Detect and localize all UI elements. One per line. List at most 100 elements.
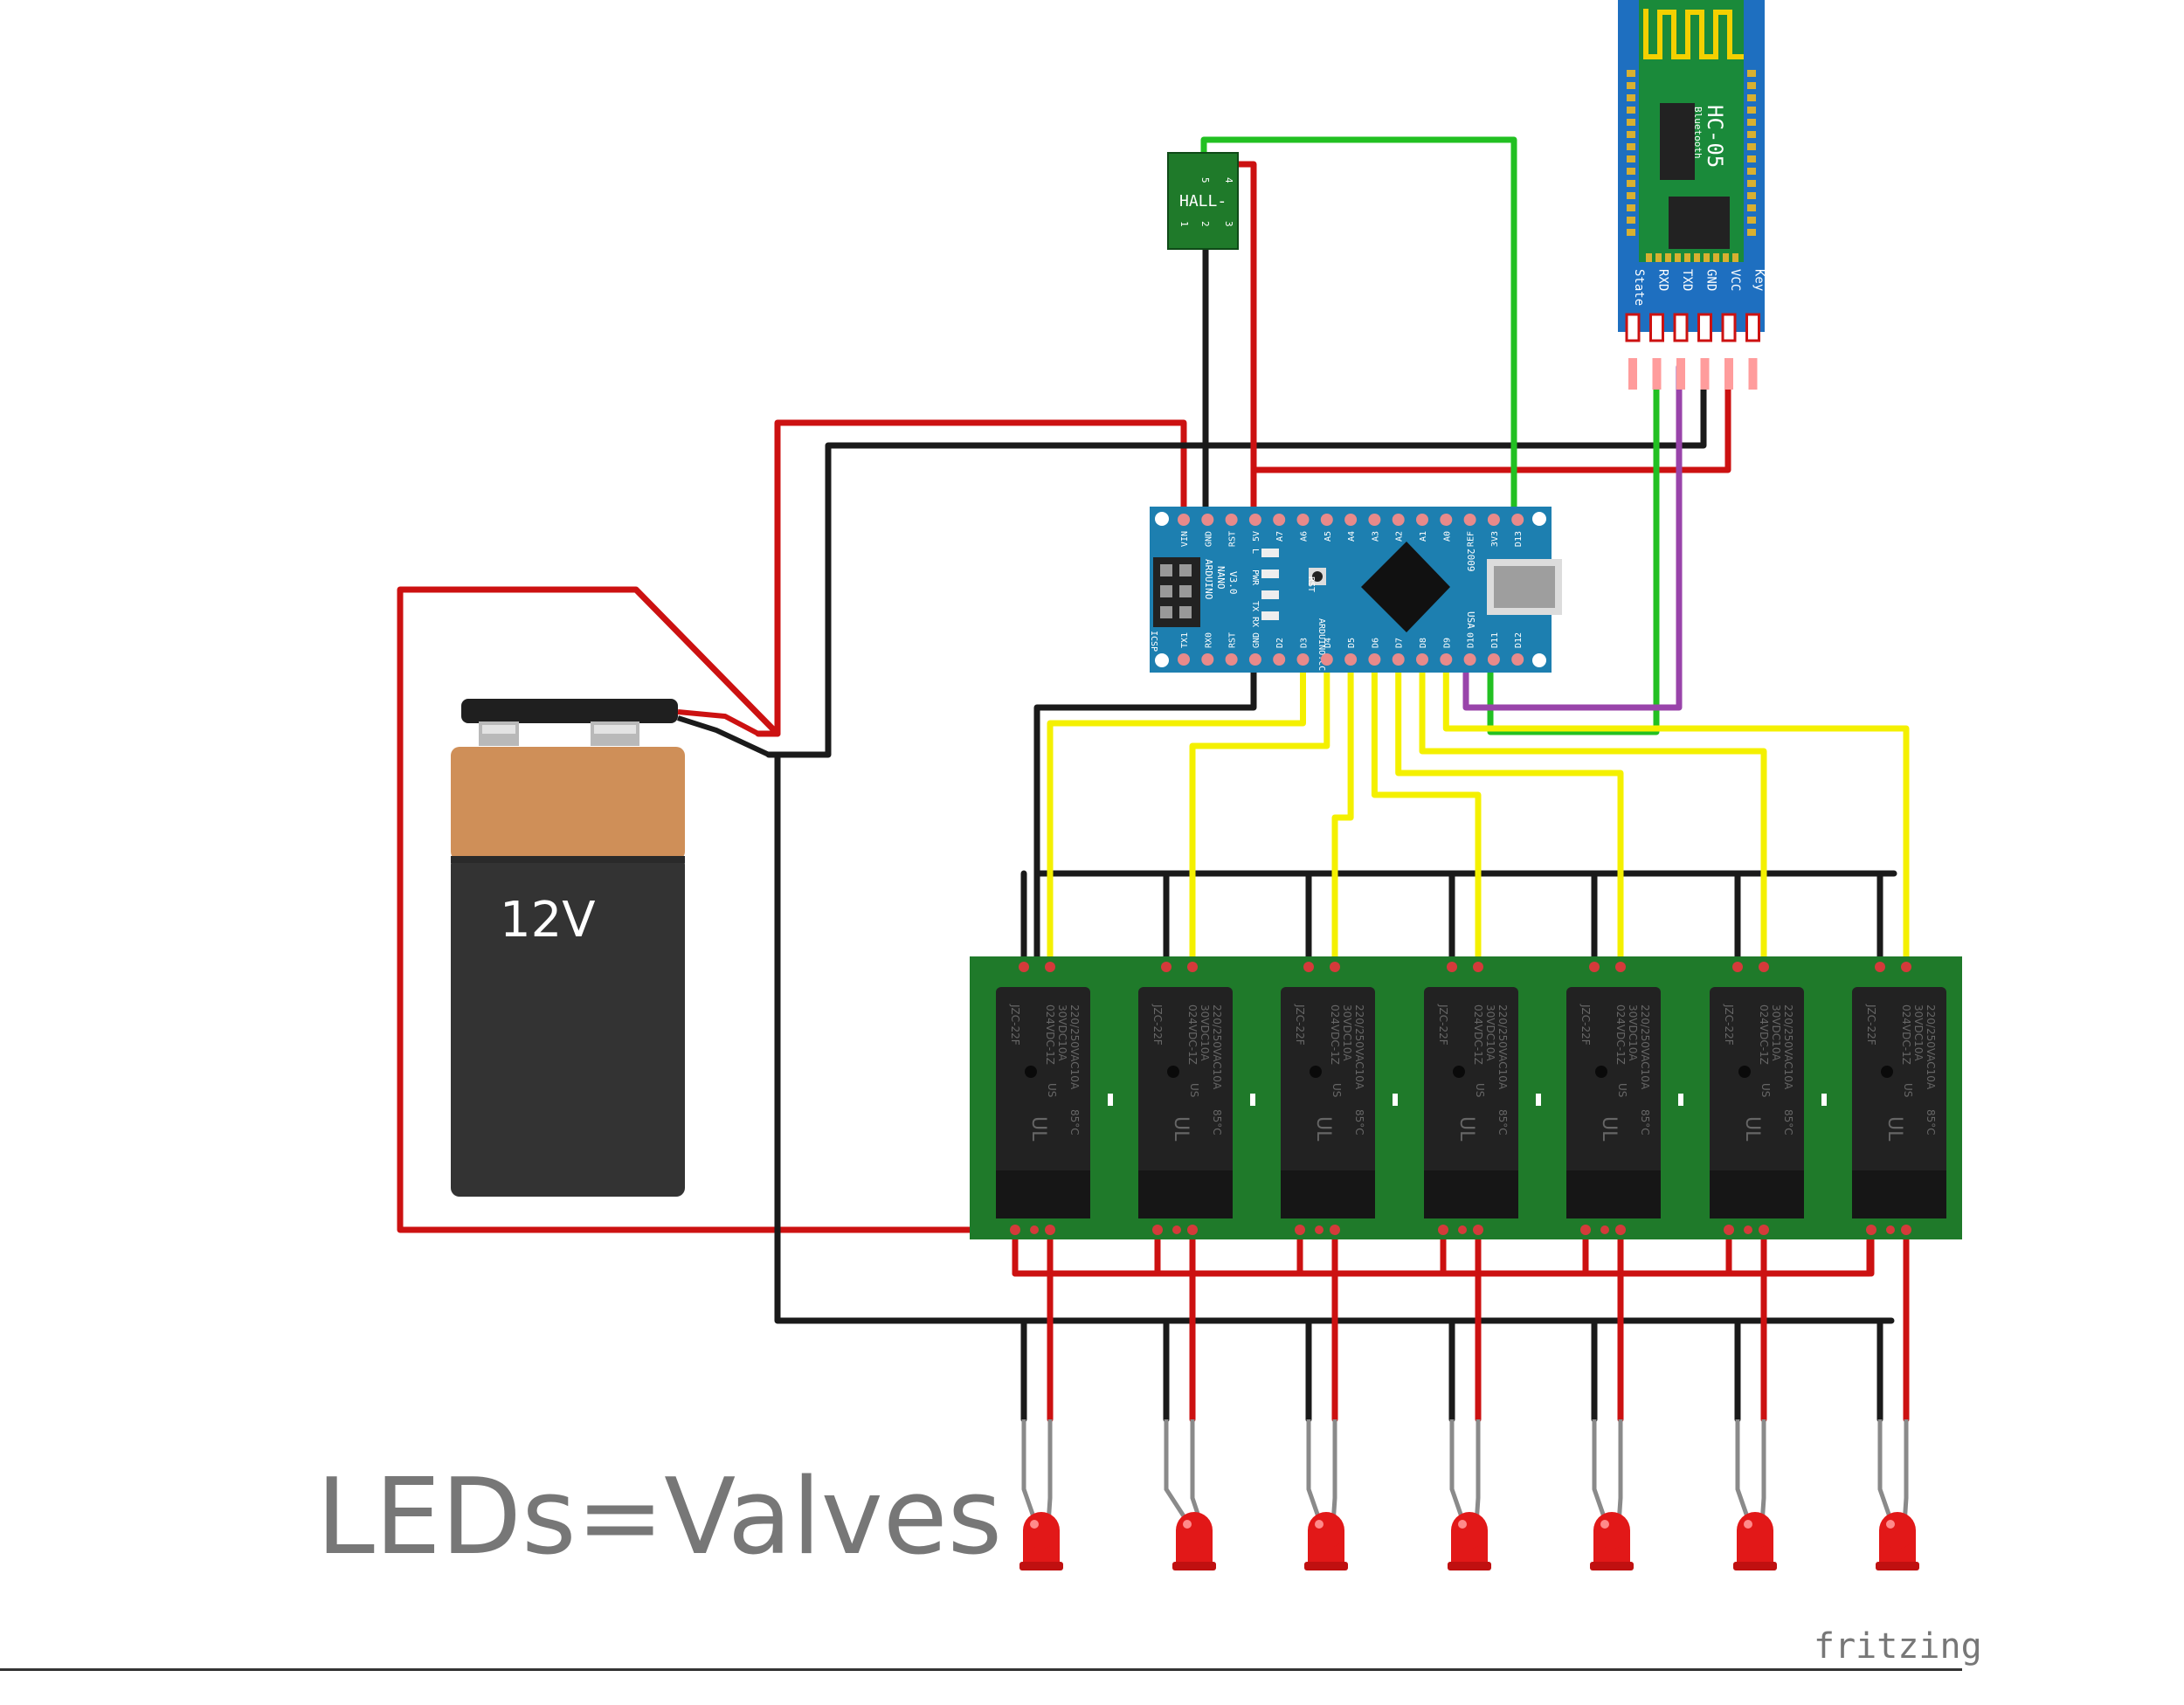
- hc05-bottom-pad: [1665, 253, 1671, 262]
- icsp-pin: [1160, 585, 1172, 597]
- led-valve: [1590, 1419, 1634, 1570]
- wire-5v-to-hc05-vcc: [1250, 363, 1731, 523]
- led-highlight: [1744, 1520, 1752, 1529]
- led-rim: [1172, 1562, 1216, 1570]
- relay-pin-gnd: [1303, 962, 1314, 972]
- nano-top-pin: [1225, 514, 1238, 526]
- hc05-pin-label: Key: [1752, 269, 1766, 291]
- hc05-side-pad: [1627, 107, 1635, 114]
- nano-top-pin-label: RST: [1228, 531, 1238, 547]
- led-rim: [1590, 1562, 1634, 1570]
- battery-9v: 12V: [451, 699, 771, 1197]
- nano-top-pin-label: 5V: [1252, 531, 1261, 542]
- nano-bottom-pin: [1487, 653, 1500, 666]
- nano-bottom-pin-label: D12: [1514, 632, 1524, 648]
- hc05-side-pad: [1627, 131, 1635, 138]
- relay-board-notch: [1250, 1094, 1255, 1106]
- nano-led-tx: TX: [1250, 601, 1260, 611]
- nano-led-l: L: [1250, 549, 1260, 554]
- relay-pin-nc: [1886, 1225, 1895, 1234]
- relay-pin-in: [1187, 962, 1198, 972]
- led-valve: [1448, 1419, 1491, 1570]
- relay-pin-in: [1615, 962, 1626, 972]
- hall-pin-4: 4: [1223, 177, 1234, 183]
- wire-relay-control: [1047, 656, 1306, 970]
- led-highlight: [1458, 1520, 1467, 1529]
- relay-text-line2: 30VDC10A: [1627, 1004, 1639, 1061]
- nano-top-pin-label: VIN: [1180, 531, 1190, 547]
- nano-top-pin-label: REF: [1467, 531, 1476, 547]
- relay-ul-logo: UL: [1170, 1116, 1192, 1142]
- relay-text-brand: JZC-22F: [1009, 1004, 1021, 1046]
- nano-top-pin: [1296, 514, 1310, 526]
- led-dome: [1023, 1512, 1060, 1549]
- hc05-pin: [1673, 313, 1689, 342]
- nano-bottom-pin: [1416, 653, 1428, 666]
- relay-pin-com: [1580, 1225, 1591, 1235]
- nano-top-pin: [1320, 514, 1333, 526]
- icsp-pin: [1160, 564, 1172, 576]
- relay-pin-no: [1045, 1225, 1055, 1235]
- nano-top-pin-label: A2: [1395, 531, 1405, 542]
- relay-text-line2: 30VDC10A: [1770, 1004, 1782, 1061]
- nano-bottom-pin: [1225, 653, 1238, 666]
- relay-us-mark: US: [1902, 1083, 1914, 1097]
- relay-pin-gnd: [1447, 962, 1457, 972]
- relay-temp: 85°C: [1496, 1109, 1509, 1136]
- nano-top-pin: [1248, 514, 1261, 526]
- hall-pin-1: 1: [1178, 221, 1190, 227]
- relay-ul-logo: UL: [1741, 1116, 1763, 1142]
- nano-brand-line-2: NANO: [1215, 566, 1227, 590]
- relay-temp: 85°C: [1782, 1109, 1794, 1136]
- relay-board-notch: [1536, 1094, 1541, 1106]
- antenna-trace: [1643, 9, 1744, 59]
- nano-bottom-pin-label: RST: [1228, 632, 1238, 648]
- hc05-side-pad: [1747, 70, 1756, 77]
- atmega-chip: [1361, 542, 1450, 632]
- nano-top-pin: [1368, 514, 1381, 526]
- nano-bottom-pin-label: D6: [1371, 638, 1380, 648]
- hc05-pin-lead: [1628, 358, 1637, 390]
- relay-pin-nc: [1600, 1225, 1609, 1234]
- nano-bottom-pin-label: RX0: [1204, 632, 1213, 648]
- led-leg-cathode: [1735, 1419, 1752, 1525]
- relay-gnd-drops: [1020, 870, 1883, 970]
- nano-top-pin-label: A3: [1371, 531, 1380, 542]
- hc05-pin: [1721, 313, 1737, 342]
- relay-pin-com: [1866, 1225, 1876, 1235]
- relay-control-wires: [1047, 656, 1910, 970]
- icsp-pin: [1179, 606, 1192, 618]
- nano-top-pin: [1487, 514, 1500, 526]
- nano-top-pin-label: A1: [1419, 531, 1428, 542]
- hc05-side-pad: [1627, 82, 1635, 89]
- led-leg-anode: [1330, 1419, 1337, 1525]
- relay-text-line2: 30VDC10A: [1341, 1004, 1353, 1061]
- hc05-side-pad: [1747, 192, 1756, 199]
- led-rim: [1733, 1562, 1777, 1570]
- wire-relay-control: [1442, 656, 1910, 970]
- nano-top-pin: [1392, 514, 1405, 526]
- hc05-bottom-pad: [1684, 253, 1690, 262]
- nano-top-pin-label: A5: [1324, 531, 1333, 542]
- led-dome: [1176, 1512, 1213, 1549]
- relay-text-line2: 30VDC10A: [1484, 1004, 1496, 1061]
- nano-led-pwr: PWR: [1250, 569, 1260, 586]
- relay-temp: 85°C: [1353, 1109, 1365, 1136]
- led-leg-anode: [1759, 1419, 1766, 1525]
- relay-pin-gnd: [1161, 962, 1171, 972]
- hc05-pin-label: TXD: [1680, 269, 1694, 291]
- relay-text-brand: JZC-22F: [1723, 1004, 1735, 1046]
- led-leg-cathode: [1877, 1419, 1895, 1525]
- nano-top-pin: [1511, 514, 1524, 526]
- relay-output-wires: [1012, 1226, 1910, 1423]
- relay-text-line1: 024VDC-1Z: [1186, 1004, 1199, 1065]
- led-rim: [1019, 1562, 1063, 1570]
- caption-leds-valves: LEDs=Valves: [316, 1457, 1002, 1578]
